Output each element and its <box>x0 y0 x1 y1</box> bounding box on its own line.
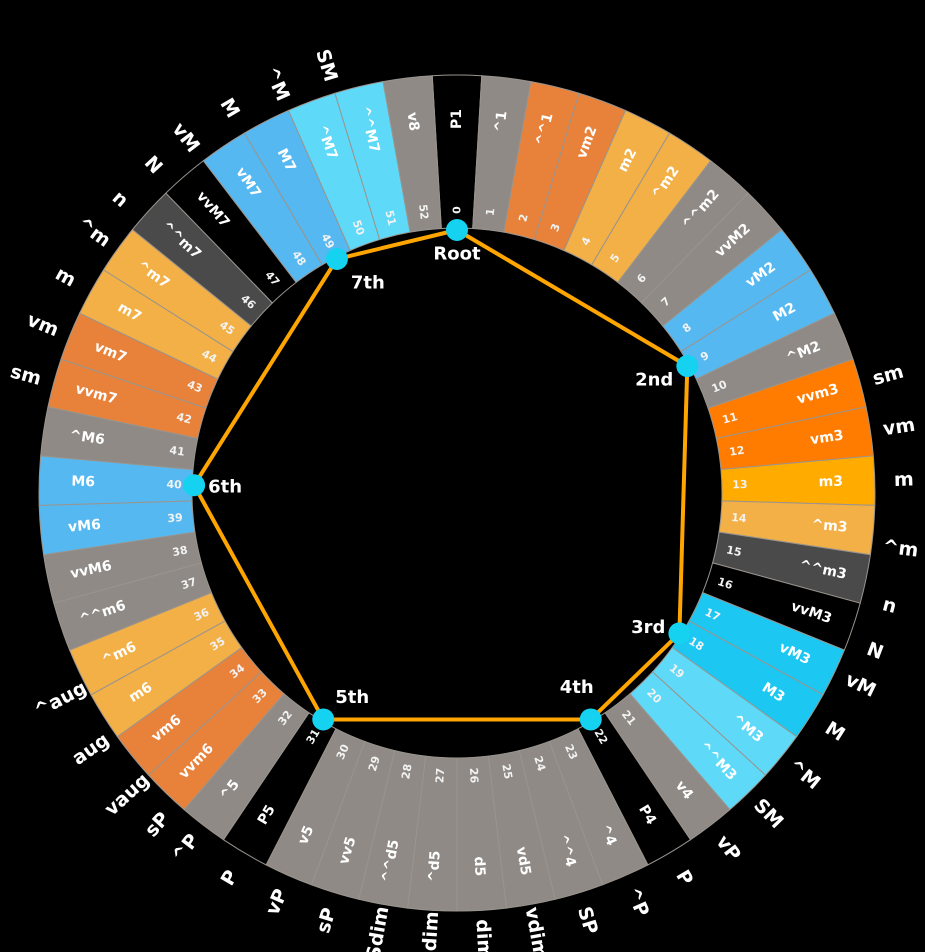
scale-node-label: 4th <box>560 677 594 698</box>
segment-number: 13 <box>732 478 748 491</box>
segment-label: M6 <box>71 474 95 491</box>
outer-label: vm <box>882 414 917 441</box>
scale-node-4th[interactable] <box>579 708 602 731</box>
scale-node-root[interactable] <box>446 219 468 241</box>
segment-label: v5 <box>295 823 317 847</box>
segment-label: ^d5 <box>426 850 444 882</box>
scale-node-6th[interactable] <box>183 474 206 497</box>
segment-label: d5 <box>471 856 488 877</box>
segment-ring: P10^11^^12vm23m24^m25^^m26vvM27vM28M29^M… <box>38 74 876 912</box>
segment-number: 26 <box>467 767 481 783</box>
scale-node-3rd[interactable] <box>668 622 691 645</box>
segment-number: 41 <box>169 444 186 459</box>
segment-number: 1 <box>484 207 498 216</box>
outer-label: n <box>880 593 899 618</box>
segment-number: 37 <box>180 575 199 592</box>
segment-label: ^1 <box>492 110 510 133</box>
segment-label: vd5 <box>513 845 534 876</box>
segment-number: 12 <box>728 444 745 459</box>
segment-52 <box>382 75 442 233</box>
segment-label: ^m3 <box>811 517 848 536</box>
segment-label: vv5 <box>336 835 359 866</box>
segment-number: 17 <box>703 606 722 624</box>
scale-node-label: 6th <box>208 477 242 498</box>
outer-label: ^m <box>881 535 919 561</box>
segment-number: 14 <box>731 511 748 525</box>
scale-node-2nd[interactable] <box>676 355 699 378</box>
segment-number: 30 <box>334 742 352 762</box>
segment-number: 36 <box>192 605 212 623</box>
segment-number: 29 <box>366 754 383 772</box>
outer-label: N <box>864 638 887 664</box>
scale-node-label: 3rd <box>631 617 665 638</box>
segment-number: 25 <box>499 763 515 780</box>
scale-node-label: 5th <box>335 687 369 708</box>
segment-number: 3 <box>548 222 563 234</box>
segment-number: 38 <box>171 543 189 559</box>
segment-number: 39 <box>167 511 183 525</box>
segment-number: 50 <box>350 218 368 237</box>
segment-label: ^M6 <box>68 427 105 448</box>
segment-number: 23 <box>562 742 580 761</box>
segment-label: m3 <box>818 474 843 491</box>
segment-number: 43 <box>185 378 204 396</box>
segment-number: 10 <box>710 378 729 396</box>
segment-label: vM6 <box>67 517 101 536</box>
segment-label: P1 <box>449 109 465 129</box>
scale-node-7th[interactable] <box>325 248 348 271</box>
segment-number: 52 <box>416 204 431 221</box>
outer-label: ^dim <box>418 911 443 952</box>
scale-node-label: 2nd <box>635 370 673 391</box>
segment-label: vm3 <box>809 427 844 448</box>
scale-node-label: Root <box>433 244 481 265</box>
segment-number: 15 <box>725 543 743 559</box>
segment-label: ^^1 <box>533 111 556 147</box>
scale-node-5th[interactable] <box>312 708 335 731</box>
segment-number: 51 <box>382 209 398 227</box>
segment-number: 42 <box>175 410 193 427</box>
segment-label: ^^d5 <box>379 838 402 883</box>
segment-number: 40 <box>166 478 182 491</box>
scale-polygon <box>192 228 690 722</box>
segment-number: 16 <box>716 575 735 592</box>
scale-node-label: 7th <box>351 273 385 294</box>
segment-number: 49 <box>318 231 337 251</box>
segment-number: 2 <box>516 213 530 223</box>
segment-number: 28 <box>399 763 415 780</box>
scale-nodes: Root 2nd 3rd 4th 5th 6th 7th <box>183 219 699 731</box>
segment-number: 0 <box>451 206 464 214</box>
outer-label: dim <box>471 919 495 952</box>
segment-label: v8 <box>404 111 422 132</box>
segment-number: 24 <box>531 754 548 773</box>
segment-number: 27 <box>433 767 447 783</box>
segment-number: 11 <box>721 410 739 427</box>
scale-polygon-line <box>192 228 690 722</box>
outer-label: m <box>894 468 914 491</box>
